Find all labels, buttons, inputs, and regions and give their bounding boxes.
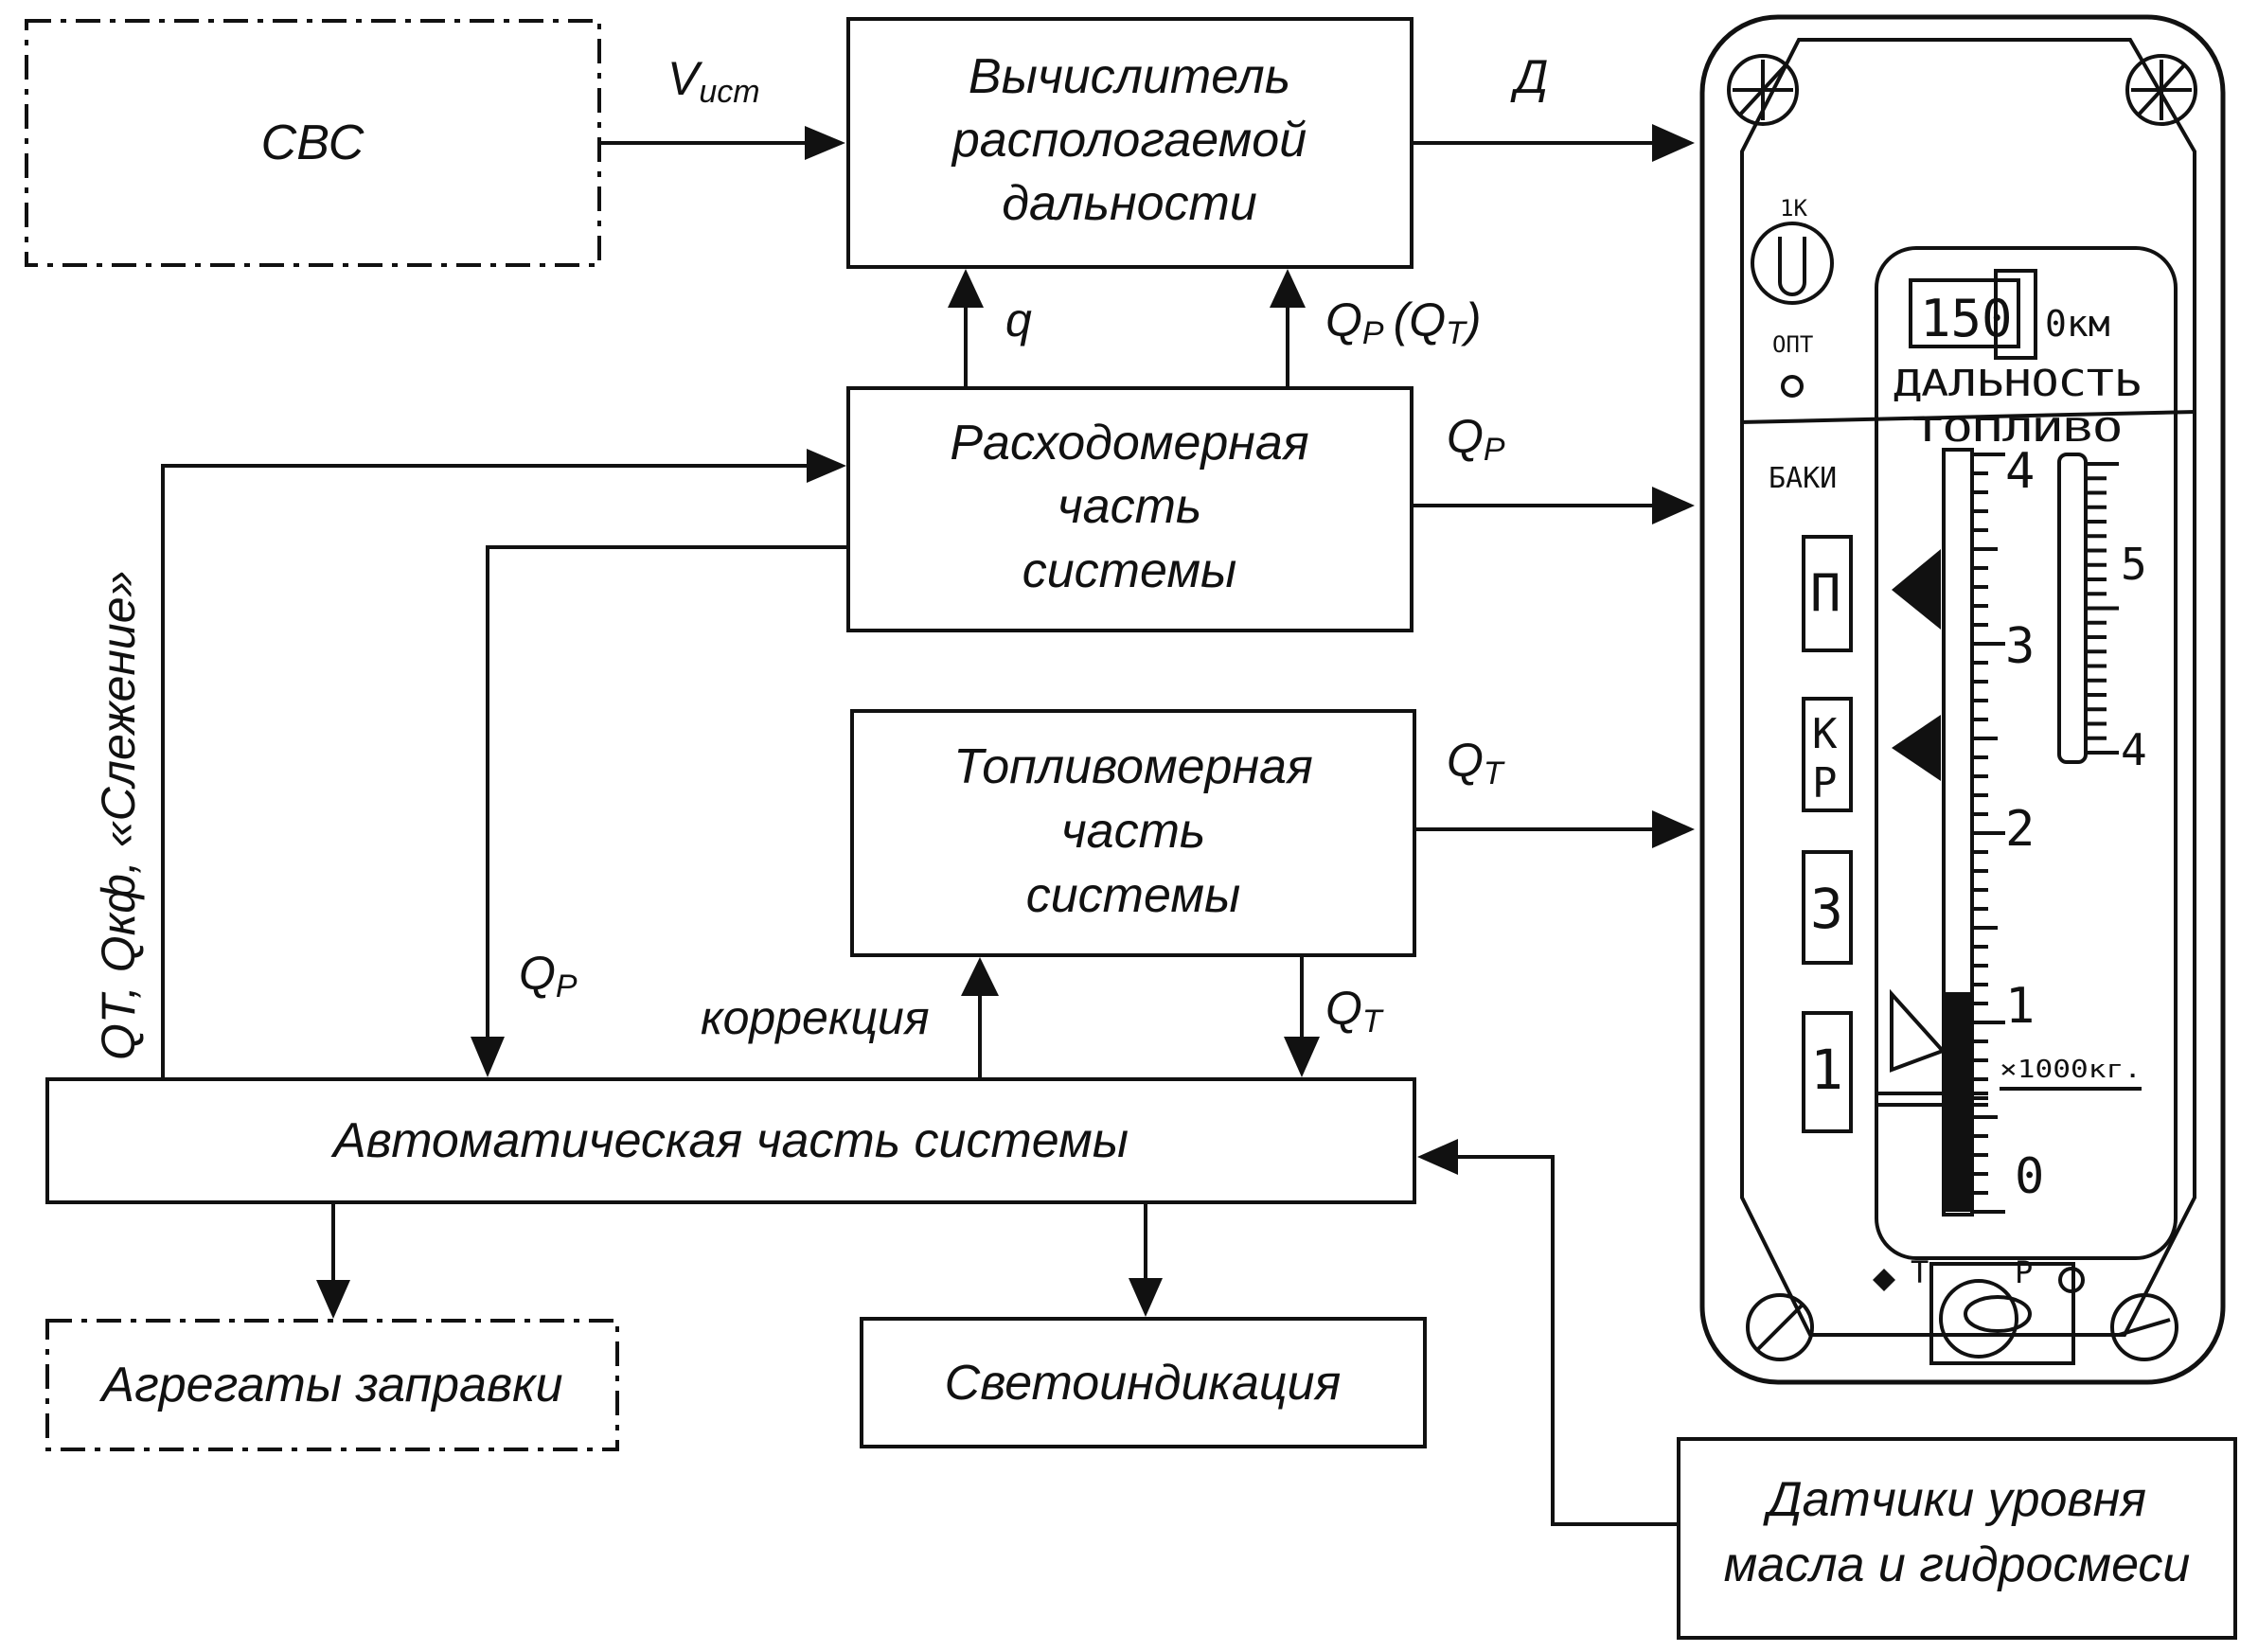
- fuelgauge-line-3: системы: [1026, 868, 1240, 923]
- side-tick-4: 4: [2121, 724, 2147, 775]
- signal-range: Д: [1510, 50, 1548, 103]
- main-fuel-fill: [1946, 992, 1970, 1212]
- signal-correction: коррекция: [701, 991, 930, 1044]
- automatic-block: Автоматическая часть системы: [45, 1077, 1416, 1204]
- signal-qt-down: QТ: [1325, 982, 1384, 1039]
- scale-tick-0: 0: [2015, 1148, 2044, 1205]
- range-computer-line-1: Вычислитель: [969, 49, 1290, 104]
- scale-tick-1: 1: [2005, 978, 2035, 1035]
- mounting-screw-bottom-left: [1746, 1293, 1814, 1361]
- tanks-label: БАКИ: [1769, 462, 1837, 495]
- signal-qp-out: QР: [1447, 410, 1505, 468]
- svs-block: СВС: [25, 19, 601, 267]
- label-1k: 1К: [1780, 195, 1807, 222]
- fuelgauge-line-2: часть: [1061, 804, 1206, 859]
- refuel-label: Агрегаты заправки: [98, 1358, 562, 1412]
- svs-label: СВС: [261, 115, 364, 170]
- range-suffix: 0км: [2045, 303, 2110, 345]
- tank-kr-k: К: [1812, 710, 1838, 758]
- main-fuel-tube: [1942, 448, 1974, 1217]
- fuel-label: ТОПЛИВО: [1912, 412, 2123, 450]
- flowmeter-line-2: часть: [1058, 479, 1202, 534]
- connector-automatic-to-refuel: [316, 1202, 350, 1319]
- signal-v-ist: Vист: [667, 52, 760, 110]
- tank-3: 3: [1810, 877, 1843, 941]
- knob-label-p: Р: [2015, 1254, 2033, 1290]
- connector-svs-to-computer: [599, 126, 845, 160]
- connector-flowmeter-to-instrument: [1412, 487, 1695, 524]
- tank-kr-r: Р: [1812, 759, 1838, 808]
- fuelgauge-line-1: Топливомерная: [953, 739, 1313, 794]
- sensors-line-1: Датчики уровня: [1763, 1472, 2146, 1527]
- signal-q: q: [1005, 293, 1032, 346]
- range-computer-block: Вычислитель распологаемой дальности: [846, 17, 1413, 269]
- automatic-label: Автоматическая часть системы: [330, 1113, 1129, 1168]
- signal-qp-down: QР: [519, 947, 578, 1004]
- connector-fuelgauge-to-automatic: [1284, 955, 1320, 1077]
- signal-qt-out: QТ: [1447, 734, 1505, 791]
- range-label: ДАЛЬНОСТЬ: [1894, 363, 2142, 404]
- lights-label: Светоиндикация: [945, 1356, 1342, 1411]
- adjust-knob[interactable]: [1939, 1279, 2018, 1359]
- signal-qp-qt: QР(QТ): [1325, 293, 1482, 351]
- connector-automatic-to-lights: [1129, 1202, 1163, 1317]
- range-computer-line-2: распологаемой: [951, 113, 1307, 168]
- side-scale-ticks: [2088, 462, 2119, 755]
- connector-sensors-to-automatic: [1417, 1139, 1679, 1526]
- fuelgauge-block: Топливомерная часть системы: [850, 709, 1416, 957]
- sensors-block: Датчики уровня масла и гидросмеси: [1677, 1437, 2237, 1640]
- flowmeter-block: Расходомерная часть системы: [846, 386, 1413, 632]
- scale-tick-4: 4: [2005, 443, 2035, 500]
- side-tick-5: 5: [2121, 539, 2147, 590]
- mounting-screw-bottom-right: [2110, 1293, 2178, 1361]
- connector-flowmeter-q-up: [948, 269, 984, 388]
- scale-multiplier: ×1000кг.: [2000, 1056, 2142, 1084]
- selector-knob[interactable]: [1751, 222, 1834, 305]
- scale-tick-2: 2: [2005, 801, 2035, 858]
- sensors-line-2: масла и гидросмеси: [1724, 1537, 2191, 1592]
- scale-tick-3: 3: [2005, 618, 2035, 675]
- mounting-screw-top-left: [1727, 54, 1799, 126]
- fuel-instrument: 1К ОПТ 150 0км ДАЛЬНОСТЬ ТОПЛИВО БАКИ П …: [1699, 14, 2226, 1385]
- connector-flowmeter-qp-up: [1270, 269, 1306, 388]
- connector-fuelgauge-to-instrument: [1414, 810, 1695, 848]
- signal-tracking: QТ, Qкф, «Слежение»: [92, 571, 145, 1060]
- side-fuel-tube: [2057, 453, 2088, 764]
- flowmeter-line-1: Расходомерная: [950, 416, 1308, 471]
- refuel-block: Агрегаты заправки: [45, 1319, 619, 1451]
- connector-flowmeter-to-automatic: [471, 545, 848, 1077]
- marker-middle: [1892, 715, 1941, 781]
- connector-correction-up: [961, 957, 999, 1079]
- lights-block: Светоиндикация: [860, 1317, 1427, 1448]
- label-opt: ОПТ: [1772, 331, 1813, 358]
- tank-1: 1: [1810, 1038, 1843, 1102]
- marker-lower: [1890, 988, 1947, 1073]
- tank-p: П: [1810, 563, 1841, 623]
- connector-tracking-loop: [161, 449, 846, 1079]
- flowmeter-line-3: системы: [1022, 543, 1236, 598]
- marker-upper: [1892, 549, 1941, 630]
- knob-label-t: Т: [1911, 1254, 1929, 1290]
- mounting-screw-top-right: [2125, 54, 2197, 126]
- range-computer-line-3: дальности: [1002, 176, 1257, 231]
- connector-computer-to-instrument: [1412, 124, 1695, 162]
- range-readout: 150: [1920, 289, 2013, 348]
- selector-pointer: [1778, 237, 1806, 296]
- main-scale-ticks: [1974, 453, 2005, 1214]
